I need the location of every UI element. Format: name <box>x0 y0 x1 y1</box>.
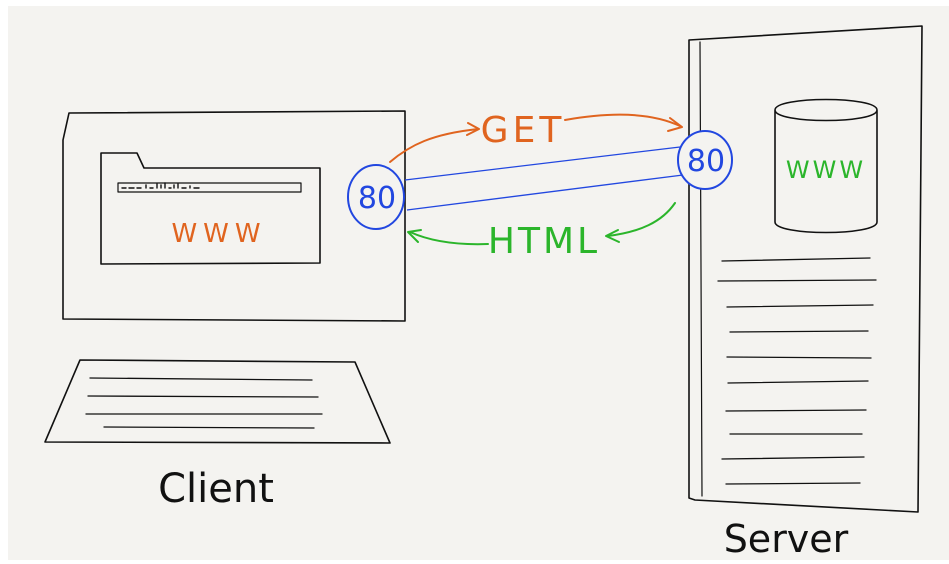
server-label: Server <box>724 517 849 560</box>
connection-pipes <box>404 146 684 211</box>
server-port-circle <box>677 130 733 190</box>
html-label: HTML <box>488 221 600 262</box>
address-bar <box>117 182 302 193</box>
paper-background <box>8 6 949 560</box>
html-arrow-curve-left <box>409 231 489 246</box>
keyboard-keys <box>85 377 323 429</box>
server-drive-lines <box>717 257 877 485</box>
client-port: 80 <box>347 164 405 230</box>
address-bar-text <box>121 182 200 189</box>
server-port: 80 <box>677 130 733 190</box>
get-arrow-curve-right <box>564 113 681 127</box>
html-response-arrow <box>407 202 676 246</box>
client-label: Client <box>158 466 274 512</box>
get-request-arrow <box>389 113 683 163</box>
pipe-top <box>404 146 681 181</box>
server-tower <box>688 25 923 513</box>
html-arrow-curve-right <box>607 202 676 237</box>
client-monitor <box>62 110 406 322</box>
client-port-circle <box>347 164 405 230</box>
server-port-label: 80 <box>687 144 725 179</box>
get-arrow-head-left <box>466 122 480 136</box>
html-arrow-head-right <box>605 229 620 243</box>
pipe-bottom <box>406 174 684 211</box>
database-www-text: WWW <box>786 156 866 184</box>
client-port-label: 80 <box>358 181 396 216</box>
browser-window <box>100 152 321 265</box>
client-keyboard <box>44 359 391 444</box>
get-arrow-head-right <box>667 117 683 132</box>
database-cylinder <box>774 98 878 234</box>
html-arrow-head-left <box>407 229 422 243</box>
get-arrow-curve-left <box>389 128 479 163</box>
browser-www-text: WWW <box>171 219 266 249</box>
server-case-inner <box>699 41 703 497</box>
server-case <box>688 25 923 513</box>
client-computer <box>44 110 406 444</box>
get-label: GET <box>481 110 566 151</box>
